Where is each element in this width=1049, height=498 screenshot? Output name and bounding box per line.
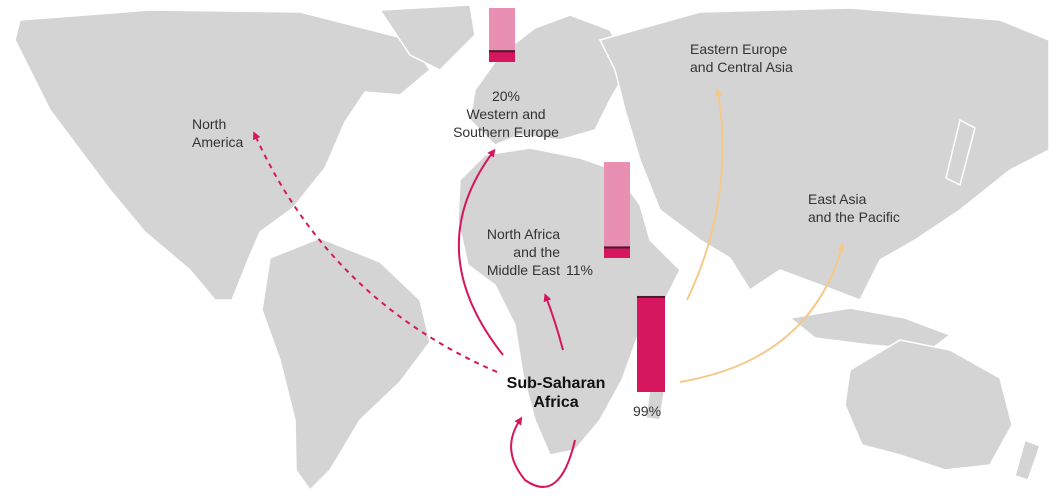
label-sub-saharan-africa: Sub-Saharan Africa <box>506 375 606 411</box>
bar-mena-fill <box>604 247 630 258</box>
landmass-japan <box>945 118 976 187</box>
bar-western-europe-remainder <box>489 8 515 52</box>
arrow-ssa-to-mena <box>543 293 564 351</box>
landmass-new-zealand <box>1014 438 1041 481</box>
bar-sub-saharan-africa-fill <box>637 296 665 392</box>
landmass-australia <box>844 339 1013 471</box>
bars-group <box>489 8 665 392</box>
percent-sub-saharan-africa: 99% <box>633 403 662 419</box>
bar-western-europe-divider <box>489 50 515 53</box>
landmass-indonesia <box>788 307 952 351</box>
label-east-asia: East Asia and the Pacific <box>808 191 900 225</box>
landmass-greenland <box>378 4 476 71</box>
label-north-america: North America <box>192 116 244 150</box>
arrow-ssa-to-north-america <box>253 131 498 373</box>
percent-western-europe: 20% <box>491 88 521 104</box>
landmass-asia <box>598 7 1049 301</box>
bar-western-europe-fill <box>489 51 515 62</box>
bar-mena-remainder <box>604 162 630 248</box>
landmass-south-america <box>261 237 431 492</box>
bar-sub-saharan-africa-divider <box>637 295 665 298</box>
label-mena: North Africa and the Middle East <box>486 226 560 278</box>
arrow-ssa-to-east-asia <box>679 243 845 383</box>
arrow-ssa-to-western-europe <box>457 148 504 356</box>
label-eastern-europe: Eastern Europe and Central Asia <box>690 41 793 75</box>
arrow-ssa-to-eastern-europe <box>686 88 724 301</box>
arrow-ssa-loop <box>510 416 576 488</box>
percent-mena: 11% <box>566 262 593 278</box>
bar-mena-divider <box>604 246 630 249</box>
label-western-europe: 20% Western and Southern Europe <box>436 87 576 141</box>
